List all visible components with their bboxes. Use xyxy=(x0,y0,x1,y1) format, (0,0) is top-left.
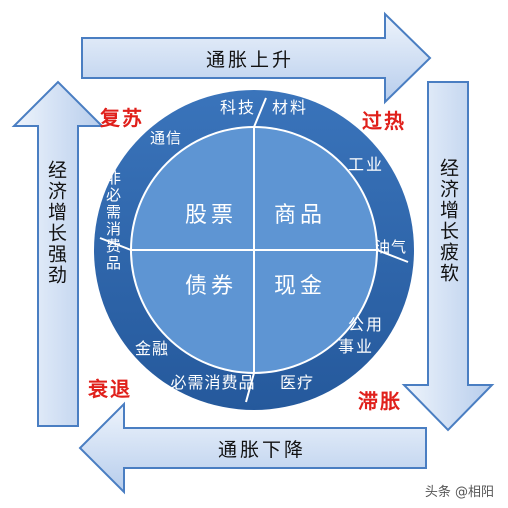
quadrant-cash: 现金 xyxy=(274,274,326,299)
sector-staples: 必需消费品 xyxy=(170,373,255,392)
sector-utilities-line2: 事业 xyxy=(338,337,374,356)
sector-tech: 科技 xyxy=(220,98,256,117)
bottom-arrow-shape xyxy=(78,401,427,495)
divider-bottom-ext xyxy=(245,372,255,403)
sector-healthcare: 医疗 xyxy=(280,373,314,392)
sector-materials: 材料 xyxy=(272,98,308,117)
watermark-text: 头条 @相阳 xyxy=(425,484,494,500)
sector-industrial: 工业 xyxy=(348,155,384,174)
right-arrow-label: 经济增长疲软 xyxy=(437,158,459,284)
quadrant-stocks: 股票 xyxy=(185,203,237,228)
phase-recovery: 复苏 xyxy=(99,106,144,130)
sector-discretionary: 非必需消费品 xyxy=(104,170,122,272)
sector-finance: 金融 xyxy=(135,339,169,358)
left-arrow-label: 经济增长强劲 xyxy=(45,160,67,286)
left-arrow-shape xyxy=(11,80,105,427)
right-arrow-shape xyxy=(401,81,495,432)
divider-right-ext xyxy=(376,249,409,263)
sector-telecom: 通信 xyxy=(150,129,182,147)
phase-overheat: 过热 xyxy=(362,109,406,133)
sector-utilities-line1: 公用 xyxy=(348,315,384,334)
quadrant-commodities: 商品 xyxy=(274,203,326,228)
divider-left-ext xyxy=(99,237,132,251)
bottom-arrow-label: 通胀下降 xyxy=(218,439,306,461)
quadrant-bonds: 债券 xyxy=(185,274,237,299)
phase-stagflation: 滞胀 xyxy=(358,389,402,413)
phase-recession: 衰退 xyxy=(87,377,132,401)
top-arrow-label: 通胀上升 xyxy=(206,49,294,71)
divider-top-ext xyxy=(253,97,267,128)
top-arrow-shape xyxy=(81,11,432,105)
sector-oil-gas: 油气 xyxy=(375,238,407,256)
